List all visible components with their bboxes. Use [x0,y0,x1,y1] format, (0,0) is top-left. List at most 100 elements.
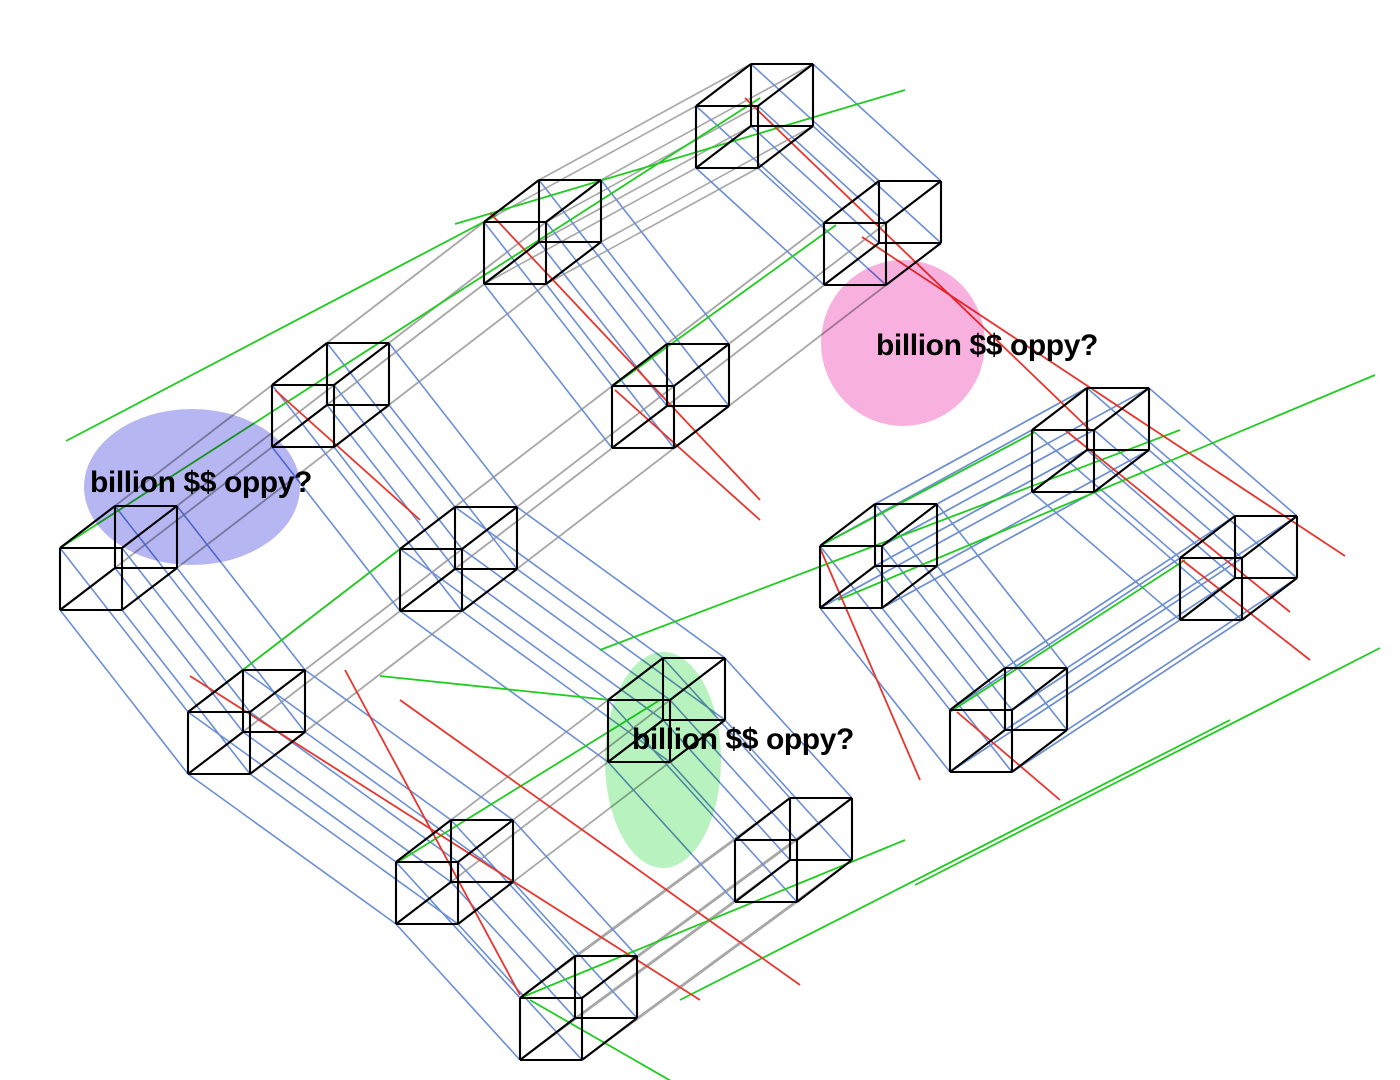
cube-edge [695,125,752,169]
cube-edge [796,797,853,841]
cube-9 [1030,386,1151,494]
dim5-edge-group [59,63,1298,1061]
dim5-edge [874,565,1006,731]
cube-edge [1179,577,1236,621]
dim5-edge [812,63,942,182]
dim5-edge [399,548,609,701]
dim5-edge [249,773,459,925]
dim6-edge-red [1064,429,1291,613]
annotation-blue-ellipse[interactable] [84,409,300,565]
dim5-edge [457,923,583,1061]
cube-edge [121,567,178,611]
cube-edge [823,242,880,286]
cube-edge [1093,449,1150,493]
annotation-blue[interactable]: billion $$ oppy? [84,409,312,565]
dim6-edge-red [344,669,521,996]
dim5-edge [512,881,638,1019]
dim5-edge [516,506,726,659]
dim6-edge-green [529,999,672,1080]
dim5-edge [600,241,730,407]
dim5-edge [388,342,518,508]
dim5-edge [819,491,1033,609]
dim6-edge-green [379,675,611,701]
dim5-edge [512,819,638,957]
cube-edge [1031,387,1088,431]
dim5-edge [326,404,456,570]
dim6-edge-green [679,719,1231,1001]
cube-edge [581,955,638,999]
dim5-edge [187,711,397,863]
dim5-edge [242,669,452,821]
cube-1 [270,341,391,449]
cube-edge [1241,577,1298,621]
dim5-edge [114,567,244,733]
cube-edge [819,503,876,547]
cube-edge [673,343,730,387]
cube-edge [949,729,1006,773]
cube-8 [818,502,939,610]
cube-edge [881,503,938,547]
annotation-green-ellipse[interactable] [605,652,721,868]
cube-edge [1179,515,1236,559]
annotation-pink-ellipse[interactable] [821,260,985,426]
cube-edge [333,342,390,386]
dim5-edge [1011,557,1243,711]
cube-edge [187,669,244,713]
cube-edge [823,180,880,224]
dim5-edge [1093,491,1243,621]
dim4-edge [600,63,814,181]
cube-edge [399,568,456,612]
cube-edge [333,404,390,448]
dim5-edge [1011,619,1243,773]
dim5-edge [949,619,1181,773]
cube-edge [461,506,518,550]
cube-edge [695,63,752,107]
dim5-edge [1066,515,1298,669]
dim5-edge [450,819,576,957]
dim5-edge [538,179,668,345]
cube-edge [457,881,514,925]
dim5-edge [724,657,853,799]
dim5-edge [483,283,613,449]
dim5-edge [881,429,1095,547]
cube-edge [519,1017,576,1061]
cube-edge [271,342,328,386]
cube-edge [881,565,938,609]
cube-edge [757,63,814,107]
cube-edge [611,405,668,449]
cube-2 [482,178,603,286]
dim5-edge [333,446,463,612]
cube-12 [394,818,515,926]
dim5-edge [949,557,1181,711]
cube-11 [1178,514,1299,622]
dim5-edge [757,167,887,286]
dim6-edge-green [914,647,1381,886]
annotation-green[interactable]: billion $$ oppy? [605,652,854,868]
dim4-edge [538,63,752,181]
dim6-edge-red [274,389,421,521]
cube-edge [885,180,942,224]
dim6-edge-green [454,89,906,225]
dim6-edge-green [519,839,906,999]
dim5-edge [1066,577,1298,731]
cube-6 [610,342,731,450]
cube-edge [399,506,456,550]
cube-edge [457,819,514,863]
cube-edge [483,179,540,223]
dim6-edge-green [819,431,1036,547]
cube-edge [949,667,1006,711]
cube-edge [483,241,540,285]
dim5-edge [1148,387,1298,517]
cube-edge [59,567,116,611]
cube-5 [398,505,519,613]
annotation-pink[interactable]: billion $$ oppy? [821,260,1098,426]
cube-edge [271,404,328,448]
dim6-edge-green [837,374,1376,601]
dim5-edge [176,567,306,733]
cube-edge [545,241,602,285]
cube-edge [519,955,576,999]
dim5-edge [874,387,1088,505]
dim6-edge-green [949,559,1186,713]
cube-edge [395,881,452,925]
